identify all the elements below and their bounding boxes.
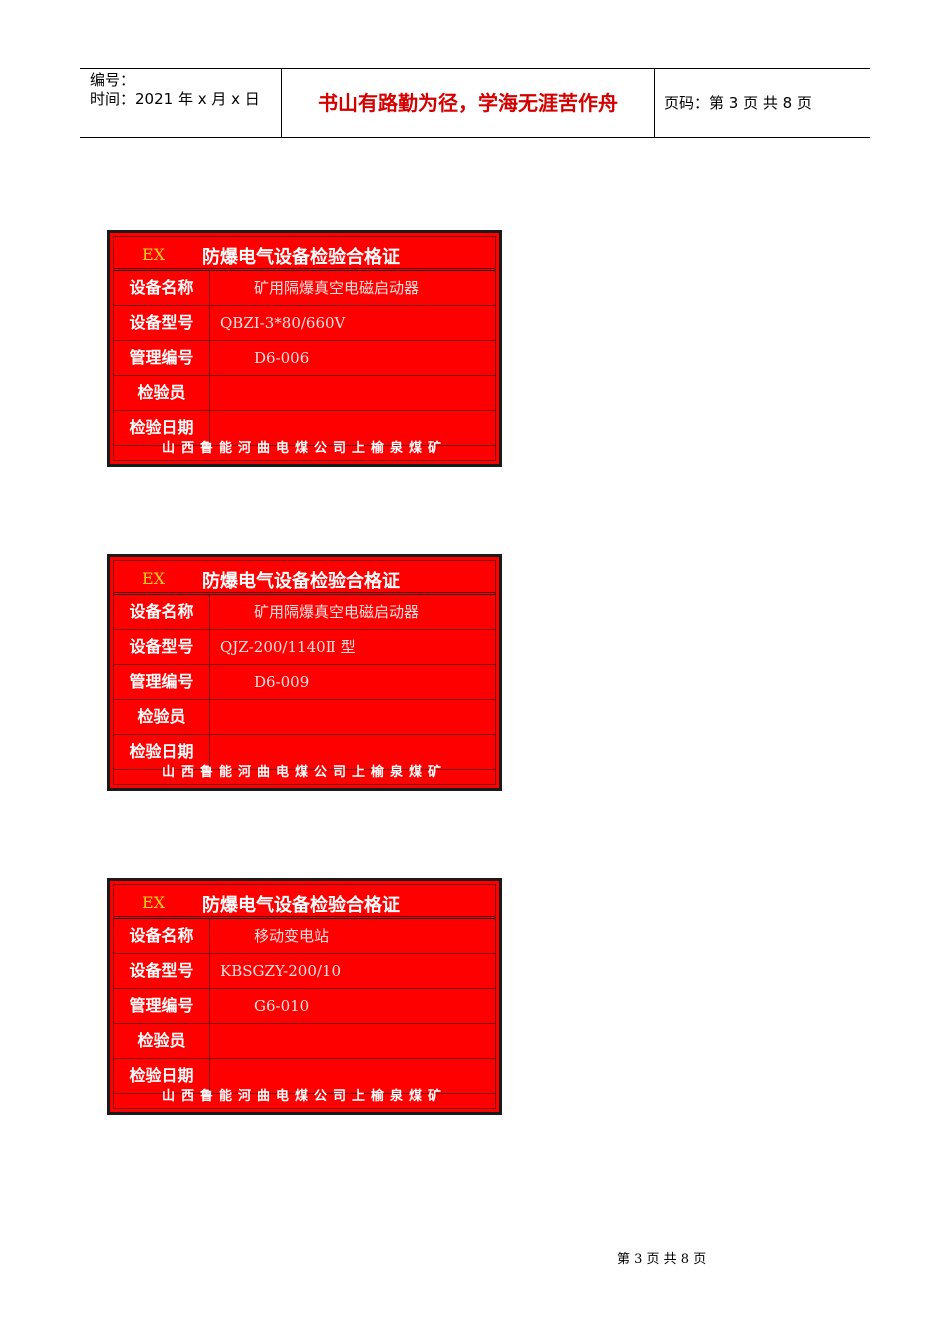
certificate-title-row: EX 防爆电气设备检验合格证: [114, 885, 495, 919]
field-label: 设备型号: [114, 954, 210, 988]
row-inspector: 检验员: [114, 1024, 495, 1059]
row-inspection-date: 检验日期: [114, 735, 495, 770]
field-value: QJZ-200/1140Ⅱ 型: [220, 638, 356, 656]
row-device-model: 设备型号 QBZI-3*80/660V: [114, 306, 495, 341]
motto: 书山有路勤为径，学海无涯苦作舟: [282, 69, 655, 137]
page-header: 编号： 时间：2021 年 x 月 x 日 书山有路勤为径，学海无涯苦作舟 页码…: [80, 68, 870, 138]
page-footer: 第 3 页 共 8 页: [617, 1252, 707, 1267]
certificate-title-row: EX 防爆电气设备检验合格证: [114, 561, 495, 595]
row-device-name: 设备名称 移动变电站: [114, 919, 495, 954]
field-label: 检验日期: [114, 411, 210, 445]
certificate-card: EX 防爆电气设备检验合格证 设备名称 移动变电站 设备型号 KBSGZY-20…: [107, 878, 502, 1115]
field-value: G6-010: [254, 997, 310, 1015]
row-device-model: 设备型号 QJZ-200/1140Ⅱ 型: [114, 630, 495, 665]
field-value: 矿用隔爆真空电磁启动器: [254, 603, 420, 621]
field-value: D6-006: [254, 349, 310, 367]
ex-mark: EX: [142, 569, 166, 588]
row-inspection-date: 检验日期: [114, 411, 495, 446]
row-management-no: 管理编号 D6-006: [114, 341, 495, 376]
row-device-name: 设备名称 矿用隔爆真空电磁启动器: [114, 595, 495, 630]
header-meta: 编号： 时间：2021 年 x 月 x 日: [80, 69, 282, 137]
field-label: 管理编号: [114, 665, 210, 699]
certificate-footer: 山西鲁能河曲电煤公司上榆泉煤矿: [161, 441, 447, 456]
row-inspection-date: 检验日期: [114, 1059, 495, 1094]
field-label: 管理编号: [114, 989, 210, 1023]
row-device-name: 设备名称 矿用隔爆真空电磁启动器: [114, 271, 495, 306]
certificate-card: EX 防爆电气设备检验合格证 设备名称 矿用隔爆真空电磁启动器 设备型号 QBZ…: [107, 230, 502, 467]
number-label: 编号：: [90, 71, 136, 89]
field-label: 检验日期: [114, 1059, 210, 1093]
certificate-title: 防爆电气设备检验合格证: [202, 895, 400, 916]
page-info: 页码：第 3 页 共 8 页: [664, 94, 812, 112]
field-value: 矿用隔爆真空电磁启动器: [254, 279, 420, 297]
field-label: 设备名称: [114, 919, 210, 953]
certificate-card: EX 防爆电气设备检验合格证 设备名称 矿用隔爆真空电磁启动器 设备型号 QJZ…: [107, 554, 502, 791]
field-value: D6-009: [254, 673, 310, 691]
certificate-footer: 山西鲁能河曲电煤公司上榆泉煤矿: [161, 1089, 447, 1104]
field-value: QBZI-3*80/660V: [220, 314, 346, 332]
certificate-title: 防爆电气设备检验合格证: [202, 247, 400, 268]
field-label: 设备名称: [114, 271, 210, 305]
field-label: 设备名称: [114, 595, 210, 629]
field-label: 检验日期: [114, 735, 210, 769]
time-label: 时间：2021 年 x 月 x 日: [90, 90, 260, 108]
field-label: 设备型号: [114, 306, 210, 340]
field-label: 检验员: [114, 1024, 210, 1058]
ex-mark: EX: [142, 245, 166, 264]
field-value: KBSGZY-200/10: [220, 962, 342, 980]
field-label: 设备型号: [114, 630, 210, 664]
field-value: 移动变电站: [254, 927, 330, 945]
certificate-footer: 山西鲁能河曲电煤公司上榆泉煤矿: [161, 765, 447, 780]
field-label: 检验员: [114, 700, 210, 734]
row-inspector: 检验员: [114, 376, 495, 411]
row-device-model: 设备型号 KBSGZY-200/10: [114, 954, 495, 989]
field-label: 管理编号: [114, 341, 210, 375]
certificate-title: 防爆电气设备检验合格证: [202, 571, 400, 592]
row-management-no: 管理编号 G6-010: [114, 989, 495, 1024]
certificate-title-row: EX 防爆电气设备检验合格证: [114, 237, 495, 271]
ex-mark: EX: [142, 893, 166, 912]
row-inspector: 检验员: [114, 700, 495, 735]
field-label: 检验员: [114, 376, 210, 410]
row-management-no: 管理编号 D6-009: [114, 665, 495, 700]
